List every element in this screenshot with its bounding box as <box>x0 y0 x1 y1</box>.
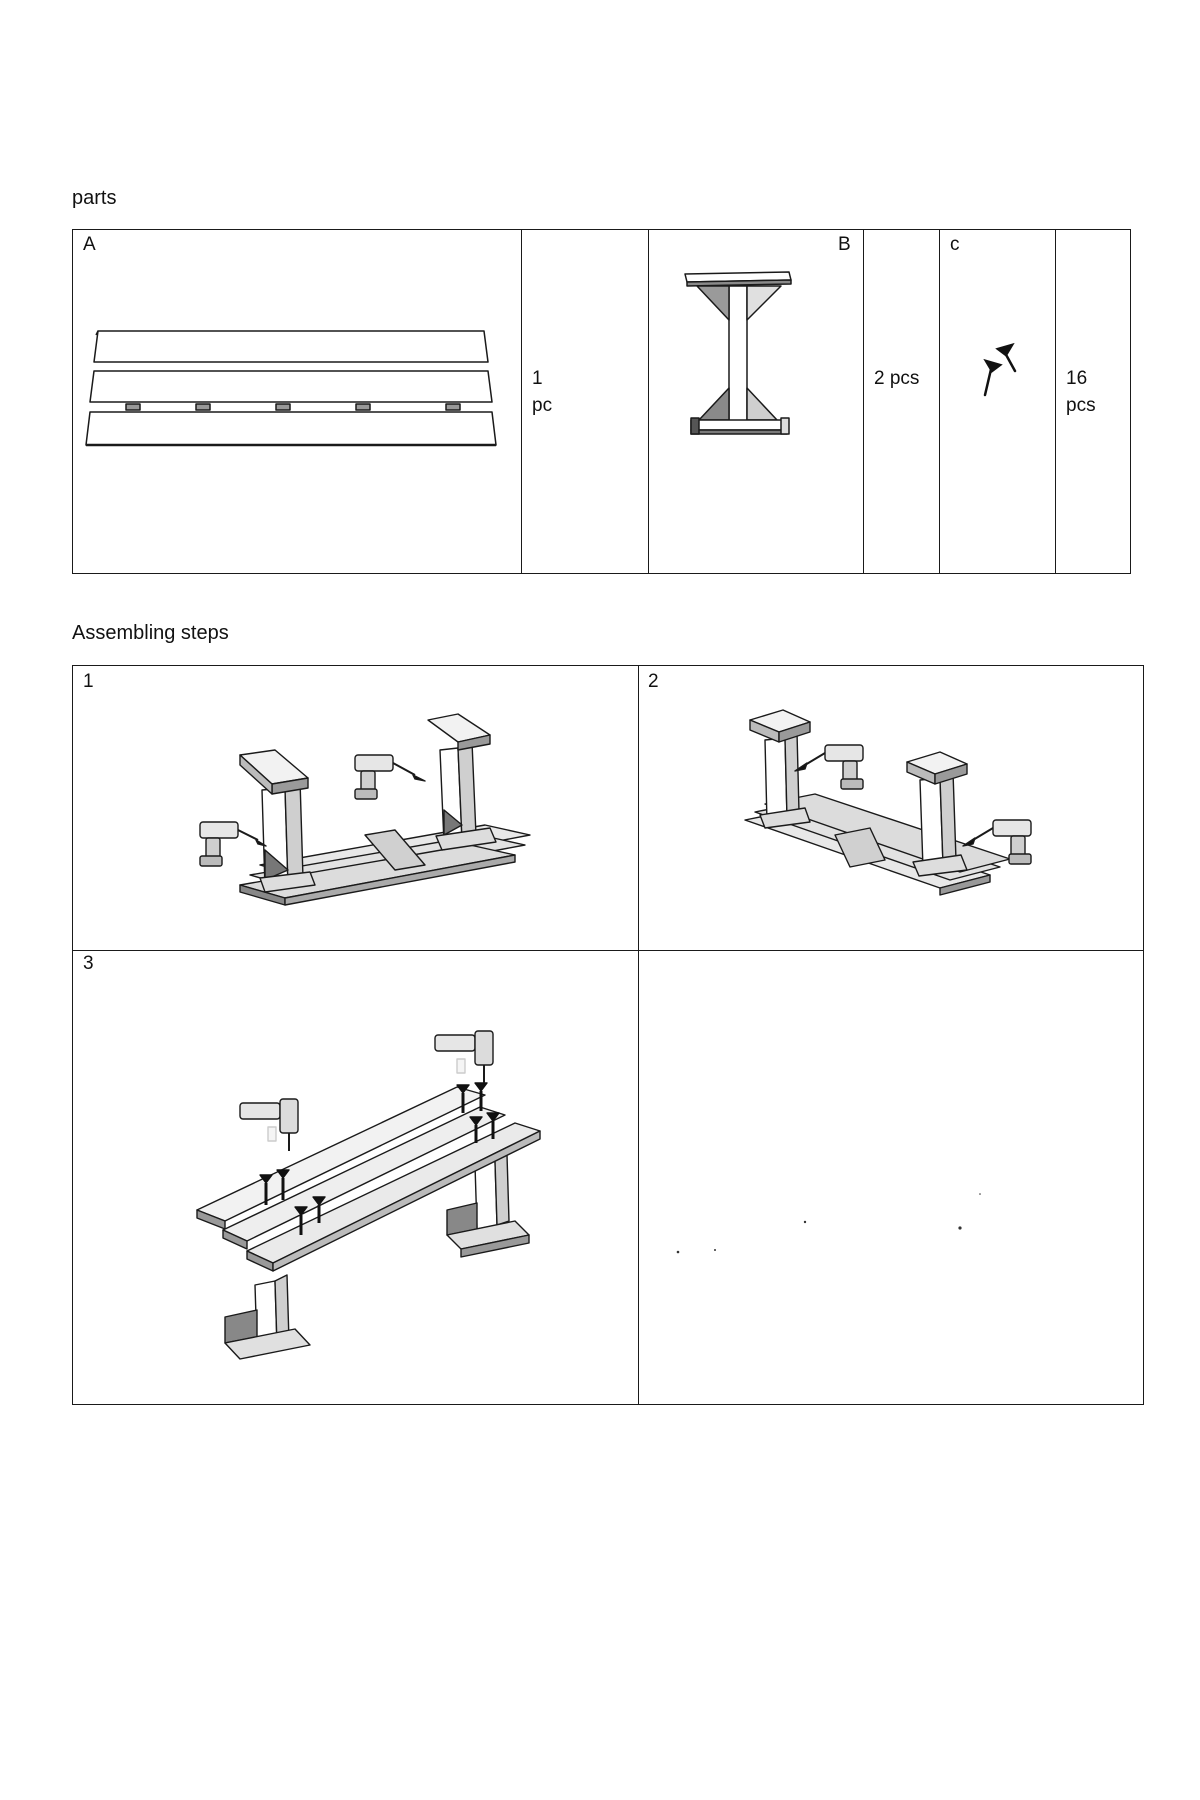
scan-specks <box>676 1193 981 1254</box>
table-border-top <box>72 229 1131 230</box>
part-c-quantity-unit: pcs <box>1066 395 1096 416</box>
step-3-number: 3 <box>83 953 94 974</box>
table-border-left <box>72 665 73 1405</box>
table-border-right <box>1130 229 1131 574</box>
table-border-right <box>1143 665 1144 1405</box>
table-divider <box>939 229 940 574</box>
table-border-bottom <box>72 1404 1144 1405</box>
table-border-left <box>72 229 73 574</box>
parts-heading: parts <box>72 187 117 209</box>
table-divider <box>1055 229 1056 574</box>
table-border-top <box>72 665 1144 666</box>
table-divider <box>521 229 522 574</box>
part-a-quantity-unit: pc <box>532 395 553 416</box>
part-b-quantity: 2 pcs <box>874 368 920 389</box>
step-attach-leg-left-icon <box>200 700 540 930</box>
step-1-number: 1 <box>83 671 94 692</box>
step-screw-seat-icon <box>195 1025 580 1345</box>
part-c-quantity: 16 pcs <box>1066 365 1096 419</box>
table-divider <box>638 665 639 1405</box>
part-b-label: B <box>838 234 851 255</box>
part-c-quantity-number: 16 <box>1066 368 1088 389</box>
part-a-label: A <box>83 234 96 255</box>
part-a-quantity: 1 pc <box>532 365 552 419</box>
table-divider <box>863 229 864 574</box>
table-divider <box>72 950 1144 951</box>
screws-icon <box>982 343 1022 398</box>
step-attach-leg-right-icon <box>735 700 1065 915</box>
leg-frame-icon <box>685 270 795 440</box>
table-divider <box>648 229 649 574</box>
seat-planks-icon <box>86 325 506 455</box>
part-a-quantity-number: 1 <box>532 368 543 389</box>
part-c-label: c <box>950 234 960 255</box>
table-border-bottom <box>72 573 1131 574</box>
steps-heading: Assembling steps <box>72 622 229 644</box>
step-2-number: 2 <box>648 671 659 692</box>
